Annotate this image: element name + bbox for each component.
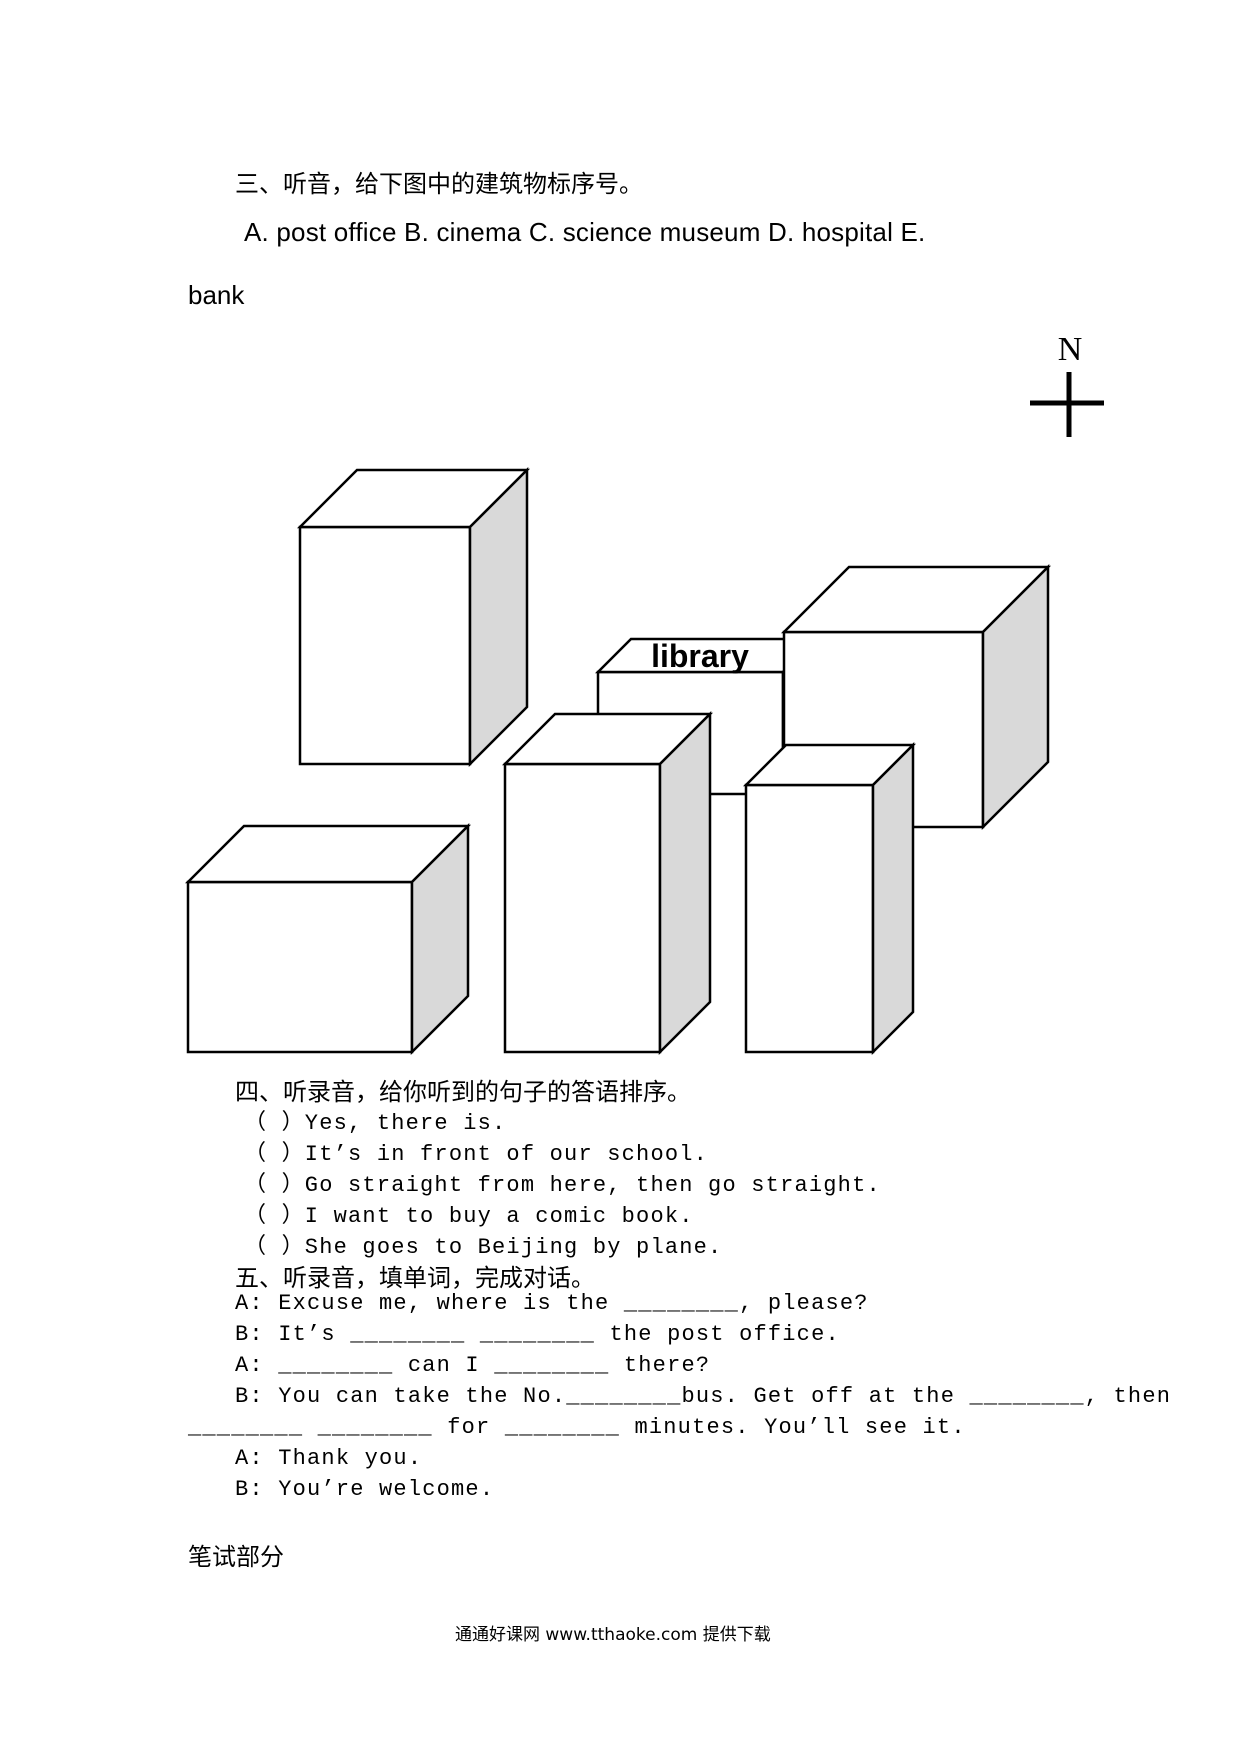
compass-icon (1030, 372, 1104, 437)
answer-item: （ ）I want to buy a comic book. (244, 1204, 694, 1229)
section-3-heading: 三、听音，给下图中的建筑物标序号。 (235, 170, 643, 198)
answer-item: （ ）It’s in front of our school. (244, 1142, 709, 1167)
answer-item: （ ）Go straight from here, then go straig… (244, 1173, 881, 1198)
answer-item: （ ）She goes to Beijing by plane. (244, 1235, 723, 1260)
compass-north-label: N (1058, 331, 1083, 368)
section-4-heading: 四、听录音，给你听到的句子的答语排序。 (235, 1078, 691, 1106)
written-section-heading: 笔试部分 (188, 1543, 284, 1571)
dialogue-line: A: Excuse me, where is the ________, ple… (235, 1291, 869, 1316)
dialogue-line: ________ ________ for ________ minutes. … (188, 1415, 966, 1440)
library-label: library (651, 638, 749, 674)
building-middle-tall (501, 710, 714, 1056)
dialogue-line: A: Thank you. (235, 1446, 423, 1471)
section-5-heading: 五、听录音，填单词，完成对话。 (235, 1264, 595, 1292)
dialogue-line: B: You can take the No.________bus. Get … (235, 1384, 1172, 1409)
dialogue-line: B: You’re welcome. (235, 1477, 495, 1502)
options-wrap: bank (188, 280, 245, 310)
building-bottom-left (184, 822, 472, 1056)
building-middle-right (742, 741, 917, 1056)
footer-text: 通通好课网 www.tthaoke.com 提供下载 (455, 1625, 771, 1645)
building-top-left (296, 466, 531, 768)
dialogue-line: B: It’s ________ ________ the post offic… (235, 1322, 840, 1347)
answer-item: （ ）Yes, there is. (244, 1111, 507, 1136)
options-line: A. post office B. cinema C. science muse… (244, 217, 926, 247)
dialogue-line: A: ________ can I ________ there? (235, 1353, 711, 1378)
